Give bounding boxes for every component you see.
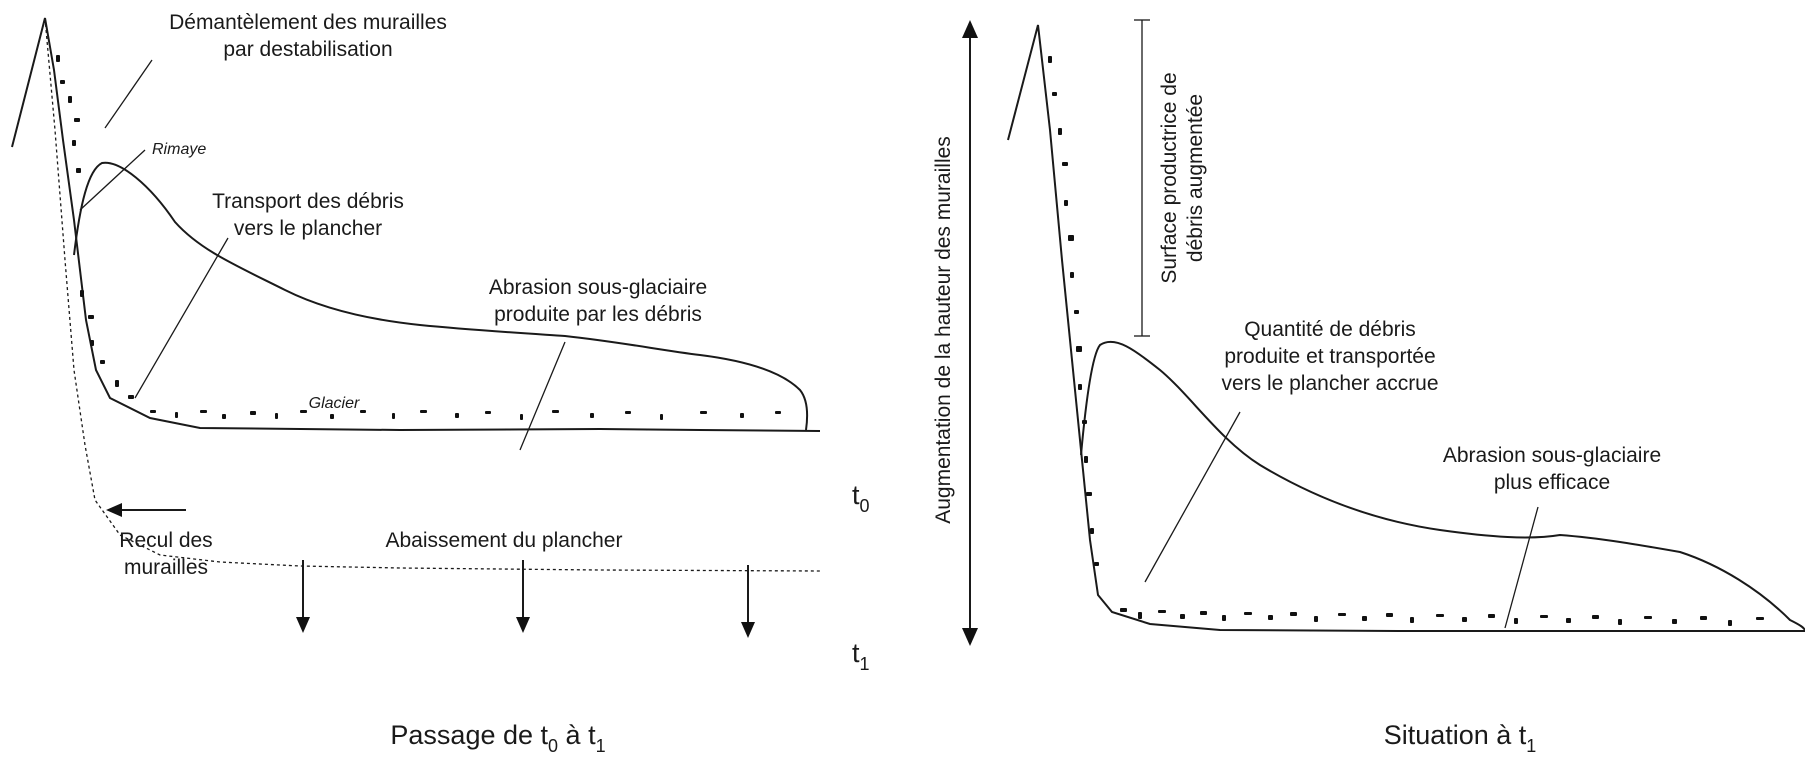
right-caption: Situation à t1 bbox=[1384, 720, 1537, 756]
demantelement-leader bbox=[104, 59, 153, 129]
rimaye-leader bbox=[79, 149, 146, 211]
recul-label-line2: murailles bbox=[124, 556, 208, 579]
abrasion-label-line2: produite par les débris bbox=[494, 303, 702, 326]
recul-label-line1: Recul des bbox=[119, 529, 212, 552]
abrasion-right-label-line1: Abrasion sous-glaciaire bbox=[1443, 444, 1661, 467]
surface-label-line2: débris augmentée bbox=[1184, 94, 1207, 262]
glacier-label: Glacier bbox=[309, 395, 360, 412]
left-caption: Passage de t0 à t1 bbox=[390, 720, 605, 756]
left-future-profile bbox=[44, 17, 821, 572]
transport-label-line2: vers le plancher bbox=[234, 217, 382, 240]
quantite-label-line1: Quantité de débris bbox=[1244, 318, 1416, 341]
augmentation-label: Augmentation de la hauteur des murailles bbox=[932, 136, 955, 524]
left-glacier-outline bbox=[73, 161, 809, 431]
abrasion-leader bbox=[519, 341, 566, 451]
transport-label-line1: Transport des débris bbox=[212, 190, 404, 213]
right-headwall bbox=[1007, 24, 1805, 632]
left-floor-debris bbox=[150, 410, 781, 420]
right-glacier-outline bbox=[1080, 340, 1805, 632]
height-arrow-bottom-head bbox=[962, 628, 978, 646]
demantelement-label-line1: Démantèlement des murailles bbox=[169, 11, 447, 34]
height-arrow-top-head bbox=[962, 20, 978, 38]
down-arrow-1-head bbox=[296, 617, 310, 633]
quantite-label-line3: vers le plancher accrue bbox=[1221, 372, 1438, 395]
right-panel: Augmentation de la hauteur des murailles… bbox=[932, 19, 1805, 756]
quantite-leader bbox=[1144, 411, 1241, 583]
demantelement-label-line2: par destabilisation bbox=[223, 38, 392, 61]
t1-label: t1 bbox=[852, 638, 870, 674]
abrasion-right-leader bbox=[1504, 506, 1539, 629]
left-headwall bbox=[11, 17, 821, 432]
quantite-label-line2: produite et transportée bbox=[1224, 345, 1435, 368]
left-headwall-debris bbox=[56, 55, 134, 399]
down-arrow-3-head bbox=[741, 622, 755, 638]
abrasion-label-line1: Abrasion sous-glaciaire bbox=[489, 276, 707, 299]
rimaye-label: Rimaye bbox=[152, 141, 206, 158]
abaissement-label: Abaissement du plancher bbox=[386, 529, 623, 552]
left-panel: Démantèlement des murailles par destabil… bbox=[11, 11, 870, 756]
surface-label-line1: Surface productrice de bbox=[1158, 72, 1181, 283]
right-headwall-debris bbox=[1048, 56, 1099, 566]
transport-leader bbox=[134, 237, 229, 399]
abrasion-right-label-line2: plus efficace bbox=[1494, 471, 1610, 494]
down-arrow-2-head bbox=[516, 617, 530, 633]
recul-arrow-head bbox=[106, 503, 122, 517]
right-floor-debris bbox=[1120, 608, 1764, 626]
t0-label: t0 bbox=[852, 480, 870, 516]
